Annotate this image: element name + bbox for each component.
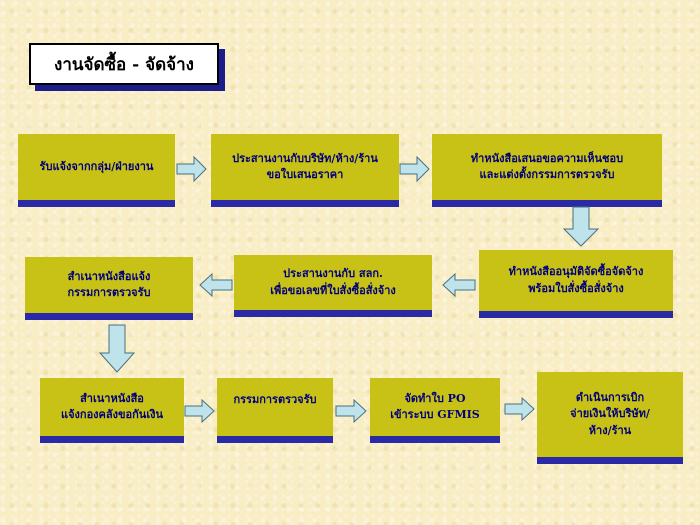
arrow-down-icon: [562, 206, 600, 247]
arrow-right-icon: [399, 155, 430, 183]
step-10-line-2: จ่ายเงินให้บริษัท/: [570, 407, 650, 421]
arrow-down-icon: [98, 324, 136, 373]
step-3-line-1: ทำหนังสือเสนอขอความเห็นชอบ: [470, 151, 624, 165]
step-2-line-1: ประสานงานกับบริษัท/ห้าง/ร้าน: [232, 151, 378, 165]
step-4-line-1: ทำหนังสืออนุมัติจัดซื้อจัดจ้าง: [508, 265, 644, 278]
step-7-line-2: แจ้งกองคลังขอกันเงิน: [61, 408, 163, 421]
arrow-left-icon: [442, 272, 476, 298]
step-4-box: ทำหนังสืออนุมัติจัดซื้อจัดจ้าง พร้อมใบสั…: [479, 250, 673, 318]
arrow-right-icon: [184, 398, 215, 424]
step-10-line-3: ห้าง/ร้าน: [588, 423, 632, 437]
arrow-left-icon: [199, 272, 233, 298]
step-3-box: ทำหนังสือเสนอขอความเห็นชอบ และแต่งตั้งกร…: [432, 134, 662, 207]
step-10-line-1: ดำเนินการเบิก: [575, 390, 645, 404]
arrow-right-icon: [176, 155, 207, 183]
arrow-right-icon: [335, 398, 367, 424]
step-9-line-2: เข้าระบบ GFMIS: [390, 408, 480, 421]
step-7-box: สำเนาหนังสือ แจ้งกองคลังขอกันเงิน: [40, 378, 184, 443]
step-6-box: สำเนาหนังสือแจ้ง กรรมการตรวจรับ: [25, 257, 193, 320]
step-10-box: ดำเนินการเบิก จ่ายเงินให้บริษัท/ ห้าง/ร้…: [537, 372, 683, 464]
step-1-box: รับแจ้งจากกลุ่ม/ฝ่ายงาน: [18, 134, 175, 207]
step-8-box: กรรมการตรวจรับ: [217, 378, 333, 443]
step-1-label: รับแจ้งจากกลุ่ม/ฝ่ายงาน: [39, 159, 154, 173]
step-4-line-2: พร้อมใบสั่งซื้อสั่งจ้าง: [528, 281, 624, 295]
arrow-right-icon: [504, 396, 535, 422]
step-3-line-2: และแต่งตั้งกรรมการตรวจรับ: [479, 168, 615, 181]
step-6-line-1: สำเนาหนังสือแจ้ง: [67, 269, 151, 283]
step-6-line-2: กรรมการตรวจรับ: [67, 286, 151, 299]
step-5-line-1: ประสานงานกับ สลก.: [283, 267, 383, 280]
step-5-box: ประสานงานกับ สลก. เพื่อขอเลขที่ใบสั่งซื้…: [234, 255, 432, 317]
step-9-box: จัดทำใบ PO เข้าระบบ GFMIS: [370, 378, 500, 443]
page-title: งานจัดซื้อ - จัดจ้าง: [29, 43, 219, 85]
step-2-box: ประสานงานกับบริษัท/ห้าง/ร้าน ขอใบเสนอราค…: [211, 134, 399, 207]
step-8-label: กรรมการตรวจรับ: [233, 393, 317, 406]
step-2-line-2: ขอใบเสนอราคา: [266, 168, 344, 181]
step-7-line-1: สำเนาหนังสือ: [80, 391, 144, 405]
step-5-line-2: เพื่อขอเลขที่ใบสั่งซื้อสั่งจ้าง: [270, 283, 396, 297]
step-9-line-1: จัดทำใบ PO: [404, 391, 466, 405]
